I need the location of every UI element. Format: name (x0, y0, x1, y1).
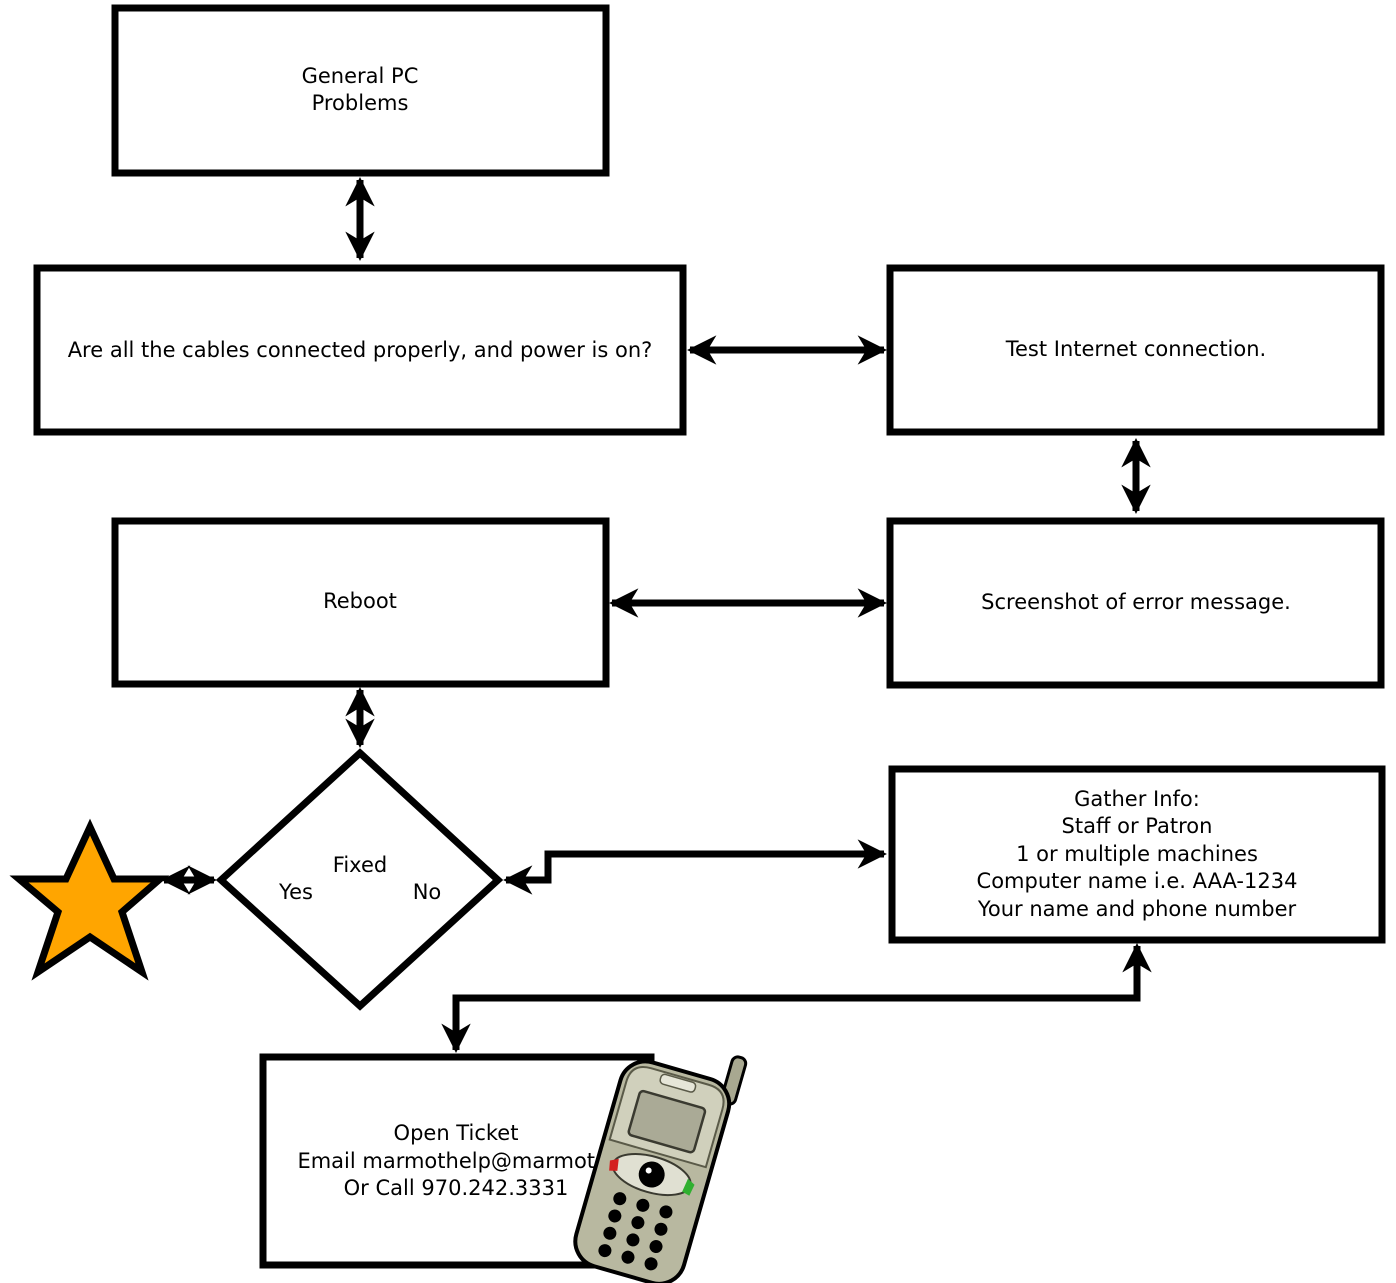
gather-line-2: Staff or Patron (1062, 814, 1213, 838)
general-pc-line-2: Problems (312, 91, 409, 115)
node-gather-info: Gather Info: Staff or Patron 1 or multip… (888, 765, 1386, 944)
fixed-no-label: No (413, 880, 442, 904)
mobile-phone-icon (573, 1055, 748, 1283)
fixed-yes-label: Yes (278, 880, 313, 904)
gather-line-5: Your name and phone number (977, 897, 1297, 921)
node-test-internet: Test Internet connection. (886, 264, 1385, 436)
connector-fixed-gather (503, 839, 887, 895)
check-cables-label: Are all the cables connected properly, a… (68, 338, 653, 362)
gather-line-1: Gather Info: (1074, 787, 1200, 811)
test-internet-label: Test Internet connection. (1005, 337, 1266, 361)
ticket-line-3: Or Call 970.242.3331 (344, 1176, 569, 1200)
gather-line-4: Computer name i.e. AAA-1234 (977, 869, 1298, 893)
node-general-pc-problems: General PC Problems (111, 4, 610, 177)
node-check-cables: Are all the cables connected properly, a… (33, 264, 687, 436)
connectors (161, 177, 1152, 1053)
reboot-label: Reboot (323, 589, 397, 613)
node-screenshot-error: Screenshot of error message. (886, 517, 1385, 689)
general-pc-line-1: General PC (302, 64, 419, 88)
screenshot-error-label: Screenshot of error message. (981, 590, 1291, 614)
star-icon (9, 818, 170, 981)
ticket-line-2: Email marmothelp@marmot.o (297, 1149, 614, 1173)
gather-line-3: 1 or multiple machines (1016, 842, 1258, 866)
ticket-line-1: Open Ticket (394, 1121, 519, 1145)
node-reboot: Reboot (111, 517, 610, 688)
fixed-label: Fixed (333, 853, 387, 877)
node-fixed-decision: Fixed Yes No (215, 748, 504, 1011)
connector-gather-ticket (441, 943, 1152, 1053)
